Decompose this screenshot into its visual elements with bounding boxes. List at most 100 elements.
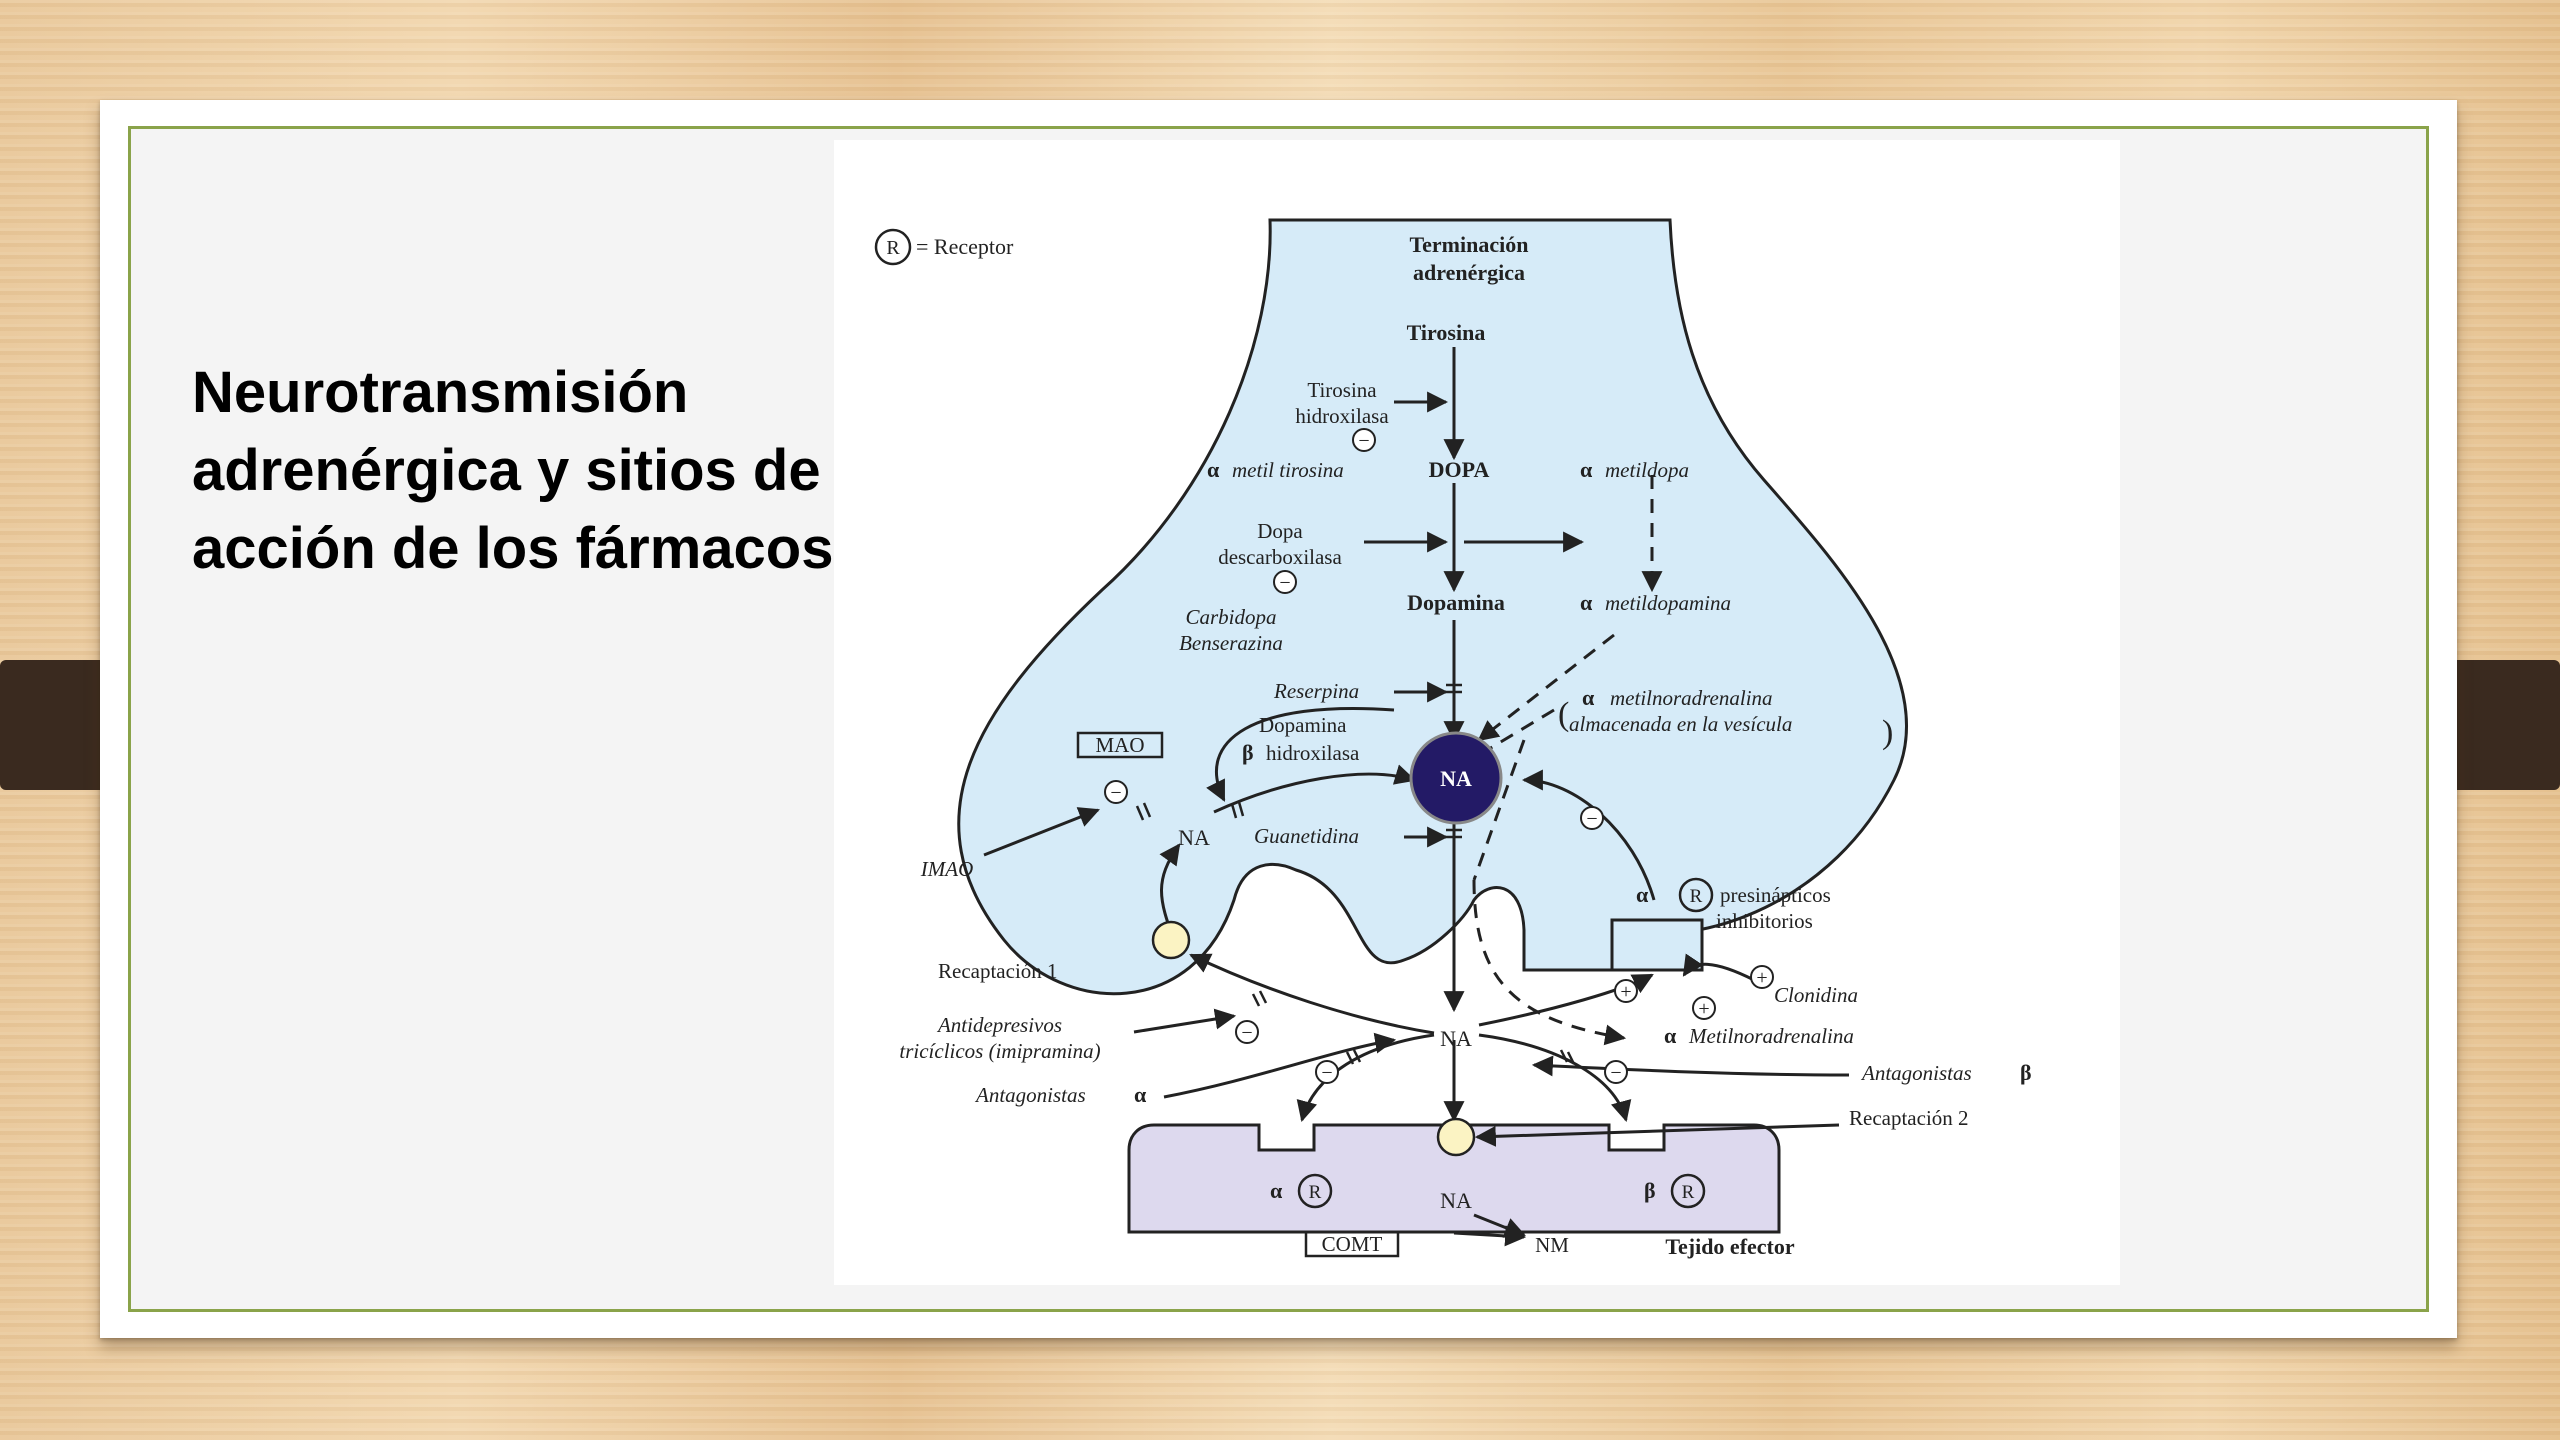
sign-plus-autoreceptor-2: +	[1692, 996, 1716, 1020]
antagonistas-beta-label: Antagonistas	[1860, 1061, 1972, 1085]
arrow-cleft-recaptacion	[1189, 953, 1435, 1035]
svg-text:−: −	[1610, 1062, 1621, 1084]
comt-box	[1304, 1230, 1400, 1258]
alpha-metildopa-symbol: α	[1580, 457, 1593, 482]
terminal-title-2: adrenérgica	[1413, 260, 1525, 285]
dopamina-b-hidroxilasa-1: Dopamina	[1259, 713, 1347, 737]
block-marks	[1135, 683, 1576, 1065]
legend-receptor-label: = Receptor	[916, 234, 1014, 259]
sign-minus-mao: −	[1104, 780, 1128, 804]
svg-text:−: −	[1586, 808, 1597, 830]
na-cytoplasm: NA	[1178, 825, 1210, 850]
dashed-metildopamina-vesicle	[1477, 633, 1615, 742]
presinapticos-1: presinápticos	[1720, 883, 1831, 907]
title-line-3: acción de los fármacos.	[192, 516, 850, 581]
reserpina-label: Reserpina	[1273, 679, 1359, 703]
presynaptic-terminal	[957, 218, 1908, 996]
na-vesicle-label: NA	[1440, 766, 1472, 791]
dopamina-label: Dopamina	[1407, 590, 1505, 615]
antagonistas-alpha-label: Antagonistas	[974, 1083, 1086, 1107]
imao-label: IMAO	[920, 857, 973, 881]
recaptacion-1-label: Recaptación 1	[938, 959, 1058, 983]
svg-text:−: −	[1358, 430, 1369, 452]
alpha-metildopa: metildopa	[1605, 458, 1689, 482]
svg-text:−: −	[1321, 1062, 1332, 1084]
metilnoradrenalina-vesicula-2: almacenada en la vesícula	[1569, 712, 1792, 736]
guanetidina-label: Guanetidina	[1254, 824, 1359, 848]
metilnoradrenalina-vesicula-1: metilnoradrenalina	[1610, 686, 1773, 710]
dashed-vesicle-label	[1483, 708, 1555, 754]
sign-minus-antagonistas-beta: −	[1604, 1060, 1628, 1084]
effector-tissue	[1127, 1123, 1781, 1234]
nm-label: NM	[1535, 1233, 1569, 1257]
arrow-na-vesicle	[1213, 764, 1417, 814]
transporter-recaptacion-2	[1436, 1117, 1476, 1157]
arrow-clonidina	[1682, 953, 1755, 982]
arrow-antagonistas-alpha	[1163, 1032, 1397, 1099]
arrow-comt-nm	[1453, 1225, 1527, 1247]
alpha-metil-tirosina: metil tirosina	[1232, 458, 1344, 482]
dopa-descarboxilasa-1: Dopa	[1257, 519, 1303, 543]
svg-text:+: +	[1756, 967, 1767, 989]
beta-receptor-r: R	[1682, 1182, 1695, 1203]
antagonistas-alpha-symbol: α	[1134, 1082, 1147, 1107]
alpha2-symbol: α	[1636, 882, 1649, 907]
antidepresivos-2: tricíclicos (imipramina)	[899, 1039, 1100, 1063]
mao-label: MAO	[1095, 733, 1144, 757]
diagram-svg: R = Receptor Terminación adrenérgica Tir…	[874, 218, 2032, 1259]
carbidopa-label: Carbidopa	[1185, 605, 1276, 629]
arrow-na-nm	[1473, 1213, 1526, 1238]
sign-plus-autoreceptor-1: +	[1614, 979, 1638, 1003]
presinapticos-2: inhibitorios	[1716, 909, 1813, 933]
sign-minus-descarboxilasa: −	[1273, 570, 1297, 594]
arrow-cleft-autoreceptor	[1478, 973, 1654, 1027]
vesicle-bracket-left: (	[1558, 696, 1569, 733]
transporter-recaptacion-1	[1151, 920, 1191, 960]
dashed-vesicle-release	[1472, 739, 1526, 881]
antidepresivos-1: Antidepresivos	[936, 1013, 1062, 1037]
dashed-metilnoradrenalina-cleft	[1472, 879, 1627, 1046]
beta-receptor-symbol: β	[1644, 1178, 1656, 1203]
sign-minus-antagonistas-alpha: −	[1315, 1060, 1339, 1084]
dopa-descarboxilasa-2: descarboxilasa	[1218, 545, 1342, 569]
beta-symbol-hidroxilasa: β	[1242, 740, 1254, 765]
title-line-2: adrenérgica y sitios de	[192, 438, 821, 503]
beta-receptor-icon	[1670, 1173, 1706, 1209]
tejido-efector-label: Tejido efector	[1665, 1234, 1795, 1259]
sign-minus-antidepresivos: −	[1235, 1020, 1259, 1044]
metilnoradrenalina-cleft-symbol: α	[1664, 1023, 1677, 1048]
svg-text:+: +	[1620, 981, 1631, 1003]
svg-text:−: −	[1241, 1022, 1252, 1044]
na-effector: NA	[1440, 1188, 1472, 1213]
presynaptic-receptor-symbol: R	[1690, 886, 1703, 907]
na-vesicle	[1409, 731, 1503, 825]
arrow-imao	[983, 807, 1100, 857]
tirosina-hidroxilasa-1: Tirosina	[1307, 378, 1377, 402]
sign-minus-tirosina-hidroxilasa: −	[1352, 428, 1376, 452]
benserazina-label: Benserazina	[1179, 631, 1283, 655]
na-cleft: NA	[1440, 1026, 1472, 1051]
recaptacion-2-label: Recaptación 2	[1849, 1106, 1969, 1130]
alpha-metil-tirosina-symbol: α	[1207, 457, 1220, 482]
title-line-1: Neurotransmisión	[192, 360, 689, 425]
dopamina-b-hidroxilasa-2: hidroxilasa	[1266, 741, 1360, 765]
slide-title: Neurotransmisión adrenérgica y sitios de…	[192, 354, 1092, 588]
tirosina-hidroxilasa-2: hidroxilasa	[1295, 404, 1389, 428]
svg-text:−: −	[1110, 782, 1121, 804]
legend-receptor-symbol: R	[886, 237, 900, 259]
alpha-metildopamina-symbol: α	[1580, 590, 1593, 615]
alpha-receptor-icon	[1297, 1173, 1333, 1209]
metilnoradrenalina-symbol: α	[1582, 685, 1595, 710]
antagonistas-beta-symbol: β	[2020, 1060, 2032, 1085]
alpha-receptor-r: R	[1309, 1182, 1322, 1203]
metilnoradrenalina-cleft: Metilnoradrenalina	[1688, 1024, 1854, 1048]
sign-plus-clonidina: +	[1750, 965, 1774, 989]
arrow-recaptacion-2	[1474, 1123, 1840, 1147]
arrow-antidepresivos	[1133, 1008, 1237, 1034]
alpha-receptor-symbol: α	[1270, 1178, 1283, 1203]
presynaptic-receptor-notch	[1610, 918, 1704, 972]
vesicle-bracket-right: )	[1882, 714, 1893, 751]
clonidina-label: Clonidina	[1774, 983, 1858, 1007]
presynaptic-receptor-icon	[1678, 877, 1714, 913]
sign-minus-autoreceptor: −	[1580, 806, 1604, 830]
